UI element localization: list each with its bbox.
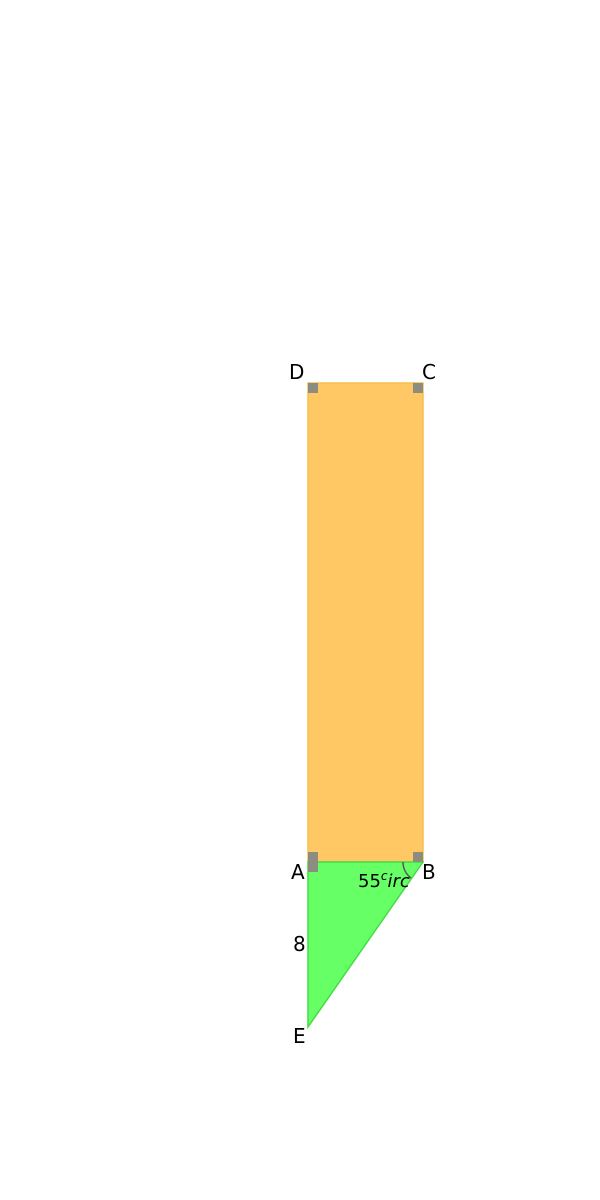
point-label-a: A [291, 860, 305, 884]
right-angle-marker-c [413, 383, 423, 393]
point-label-c: C [422, 360, 436, 384]
point-label-b: B [422, 860, 436, 884]
angle-label-value: 55 [358, 871, 381, 892]
right-angle-marker-d [308, 383, 318, 393]
angle-label-b: 55circ [358, 869, 410, 892]
right-angle-marker-a-triangle [308, 862, 318, 872]
point-label-d: D [289, 360, 304, 384]
point-label-e: E [293, 1024, 306, 1048]
triangle-abe [307, 861, 425, 1030]
angle-label-superscript: c [381, 869, 388, 883]
right-angle-marker-b [413, 852, 423, 862]
rectangle-abcd [307, 382, 424, 863]
side-length-ae: 8 [293, 932, 306, 956]
angle-label-italic: irc [388, 871, 410, 892]
angle-arc-b [402, 861, 412, 879]
right-angle-marker-a-rect [308, 852, 318, 862]
